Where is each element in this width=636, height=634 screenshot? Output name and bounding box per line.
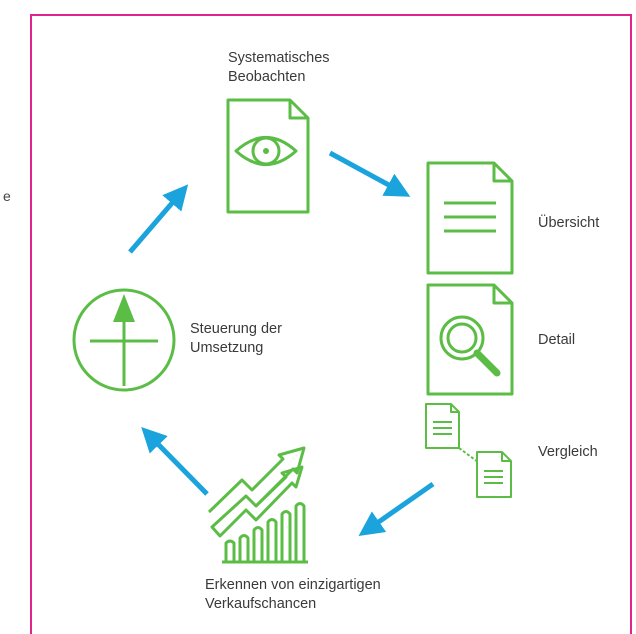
flow-arrows	[128, 150, 435, 537]
compass-crosshair-icon	[72, 288, 176, 392]
label-detail: Detail	[538, 332, 576, 348]
label-steuerung-der-umsetzung: Steuerung der Umsetzung	[190, 321, 282, 356]
magnifier-document-icon	[426, 283, 514, 396]
label-erkennen-von-verkaufschancen: Erkennen von einzigartigen Verkaufschanc…	[205, 577, 381, 612]
stray-text: e	[3, 188, 11, 204]
compare-documents-icon	[425, 403, 512, 498]
arrow-to-beobachten	[128, 184, 189, 254]
label-uebersicht: Übersicht	[538, 215, 600, 231]
growth-chart-icon	[207, 446, 308, 564]
label-vergleich: Vergleich	[538, 444, 598, 460]
arrow-to-steuerung	[141, 427, 209, 496]
arrow-to-uebersicht	[328, 150, 411, 197]
arrow-to-erkennen	[358, 481, 435, 537]
document-lines-icon	[426, 161, 514, 275]
frame-border	[30, 14, 632, 634]
label-systematisches-beobachten: Systematisches Beobachten	[228, 50, 330, 85]
eye-document-icon	[226, 98, 310, 214]
